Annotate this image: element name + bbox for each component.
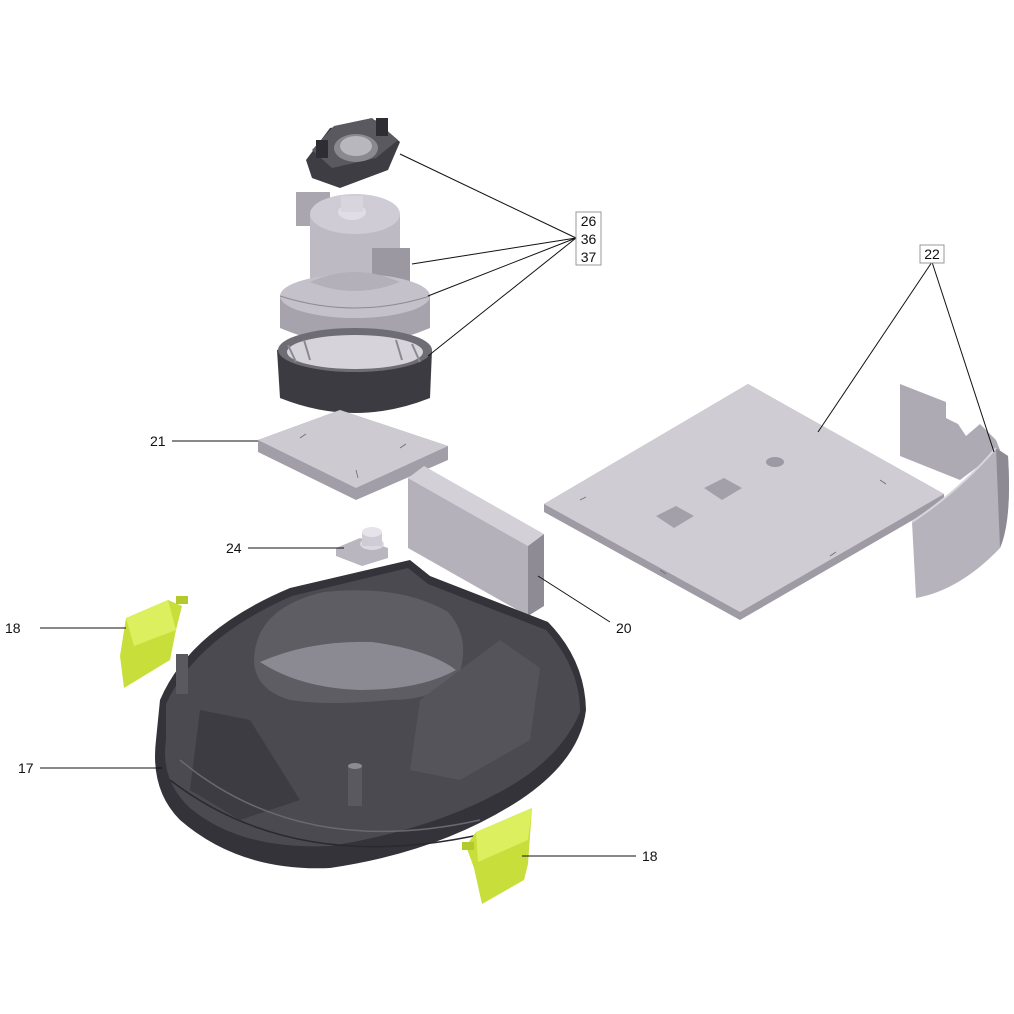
callout-22: 22 [924,246,940,262]
callout-box [575,211,602,266]
callout-18-left: 18 [5,620,21,636]
callout-18-right: 18 [642,848,658,864]
latch-left-part [120,596,188,688]
motor-cover-part [306,118,400,188]
leader-lines [40,153,995,857]
callout-36: 36 [581,231,597,247]
motor-part [279,192,431,344]
latch-right-part [462,808,532,904]
callout-22-group: 22 [919,244,945,264]
callout-26-36-37: 26 36 37 [575,211,602,266]
callout-37: 37 [581,249,597,265]
motor-seal-ring-part [277,328,432,413]
foam-block-part [408,466,544,616]
callout-21: 21 [150,433,166,449]
callout-17: 17 [18,760,34,776]
callout-24: 24 [226,540,242,556]
curved-panel-part [900,384,1009,598]
callout-26: 26 [581,213,597,229]
callout-box [919,244,945,264]
large-panel-part [544,384,944,620]
filter-pad-part [258,410,448,500]
valve-part [336,527,388,566]
base-housing-part [155,560,586,869]
callout-20: 20 [616,620,632,636]
